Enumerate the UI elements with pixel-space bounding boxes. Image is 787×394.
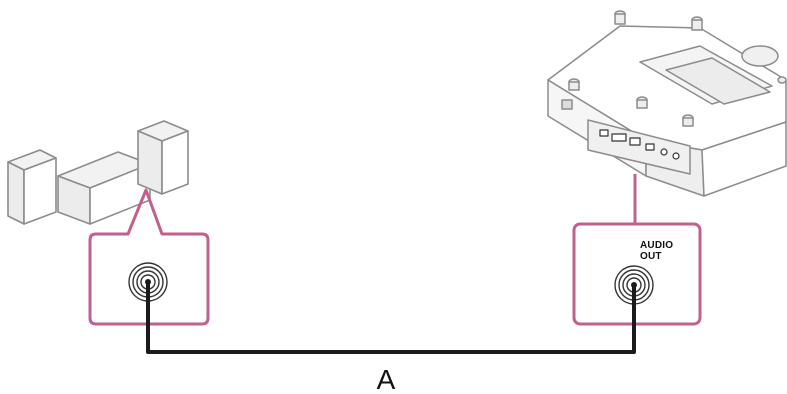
projector-icon xyxy=(547,10,787,197)
audio-out-label-line: OUT xyxy=(640,251,662,262)
speaker-system-icon xyxy=(7,120,189,225)
callout-frame-left xyxy=(88,188,210,326)
cable-plug-left xyxy=(145,279,151,285)
cable-label: A xyxy=(377,364,396,394)
audio-out-label-line: AUDIO xyxy=(640,240,673,251)
audio-cable xyxy=(146,282,636,354)
callout-frame-right xyxy=(572,222,702,326)
cable-plug-right xyxy=(631,282,637,288)
audio-input-callout xyxy=(88,188,210,326)
